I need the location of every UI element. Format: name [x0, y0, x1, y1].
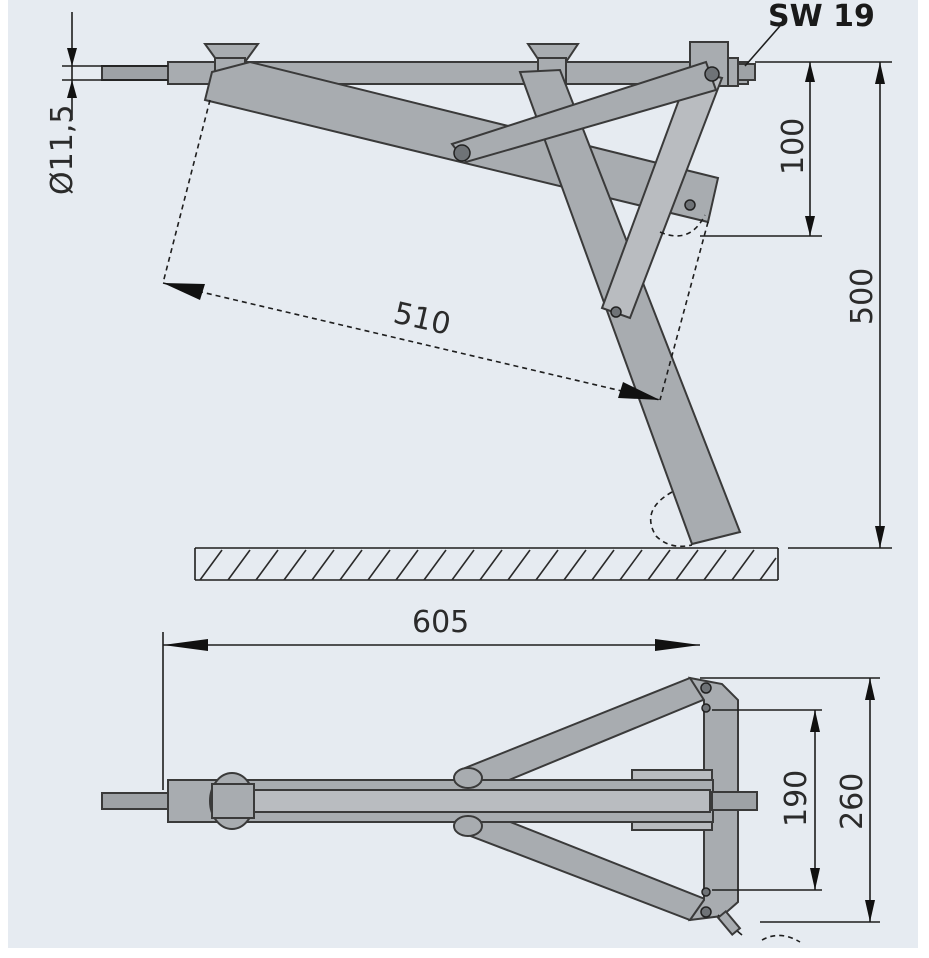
center-beam-inner	[249, 789, 711, 813]
inner-width-label: 190	[779, 770, 814, 827]
outer-width-label: 260	[835, 773, 870, 830]
top-offset-label: 100	[776, 118, 811, 175]
hinge-block-center	[453, 767, 483, 837]
frame-bolt-mid-top	[701, 703, 711, 713]
pivot-top-right	[704, 66, 720, 82]
diameter-dimension: Ø11,5	[45, 12, 168, 195]
frame-bolt-top	[700, 682, 712, 694]
pivot-left	[453, 144, 471, 162]
side-view: Ø11,5 SW 19 100 500	[45, 0, 892, 581]
diameter-label: Ø11,5	[45, 105, 80, 195]
mount-block-left	[209, 772, 255, 830]
height-label: 500	[845, 268, 880, 325]
top-offset-dimension: 100	[700, 62, 822, 237]
length-dimension: 605	[162, 605, 700, 790]
threaded-rod	[101, 65, 173, 81]
center-end-bolt	[711, 791, 758, 811]
inner-width-dimension: 190	[712, 709, 822, 891]
ground-hatch-lines	[199, 549, 777, 581]
center-rod	[101, 792, 173, 810]
crank-callout	[716, 909, 801, 943]
frame-bolt-mid-bottom	[701, 887, 711, 897]
top-view: 605	[101, 605, 880, 943]
pivot-middle	[684, 199, 696, 211]
wrench-size-label: SW 19	[768, 0, 875, 34]
height-dimension: 500	[755, 61, 892, 549]
crank-handle	[716, 909, 742, 937]
swing-arc-middle	[659, 214, 706, 237]
swing-arc-foot	[649, 491, 693, 548]
wrench-size-callout: SW 19	[744, 0, 875, 67]
outer-width-dimension: 260	[700, 677, 880, 923]
ground-surface	[194, 547, 779, 581]
pivot-lower	[610, 306, 622, 318]
length-label: 605	[412, 605, 469, 640]
frame-bolt-bottom	[700, 906, 712, 918]
